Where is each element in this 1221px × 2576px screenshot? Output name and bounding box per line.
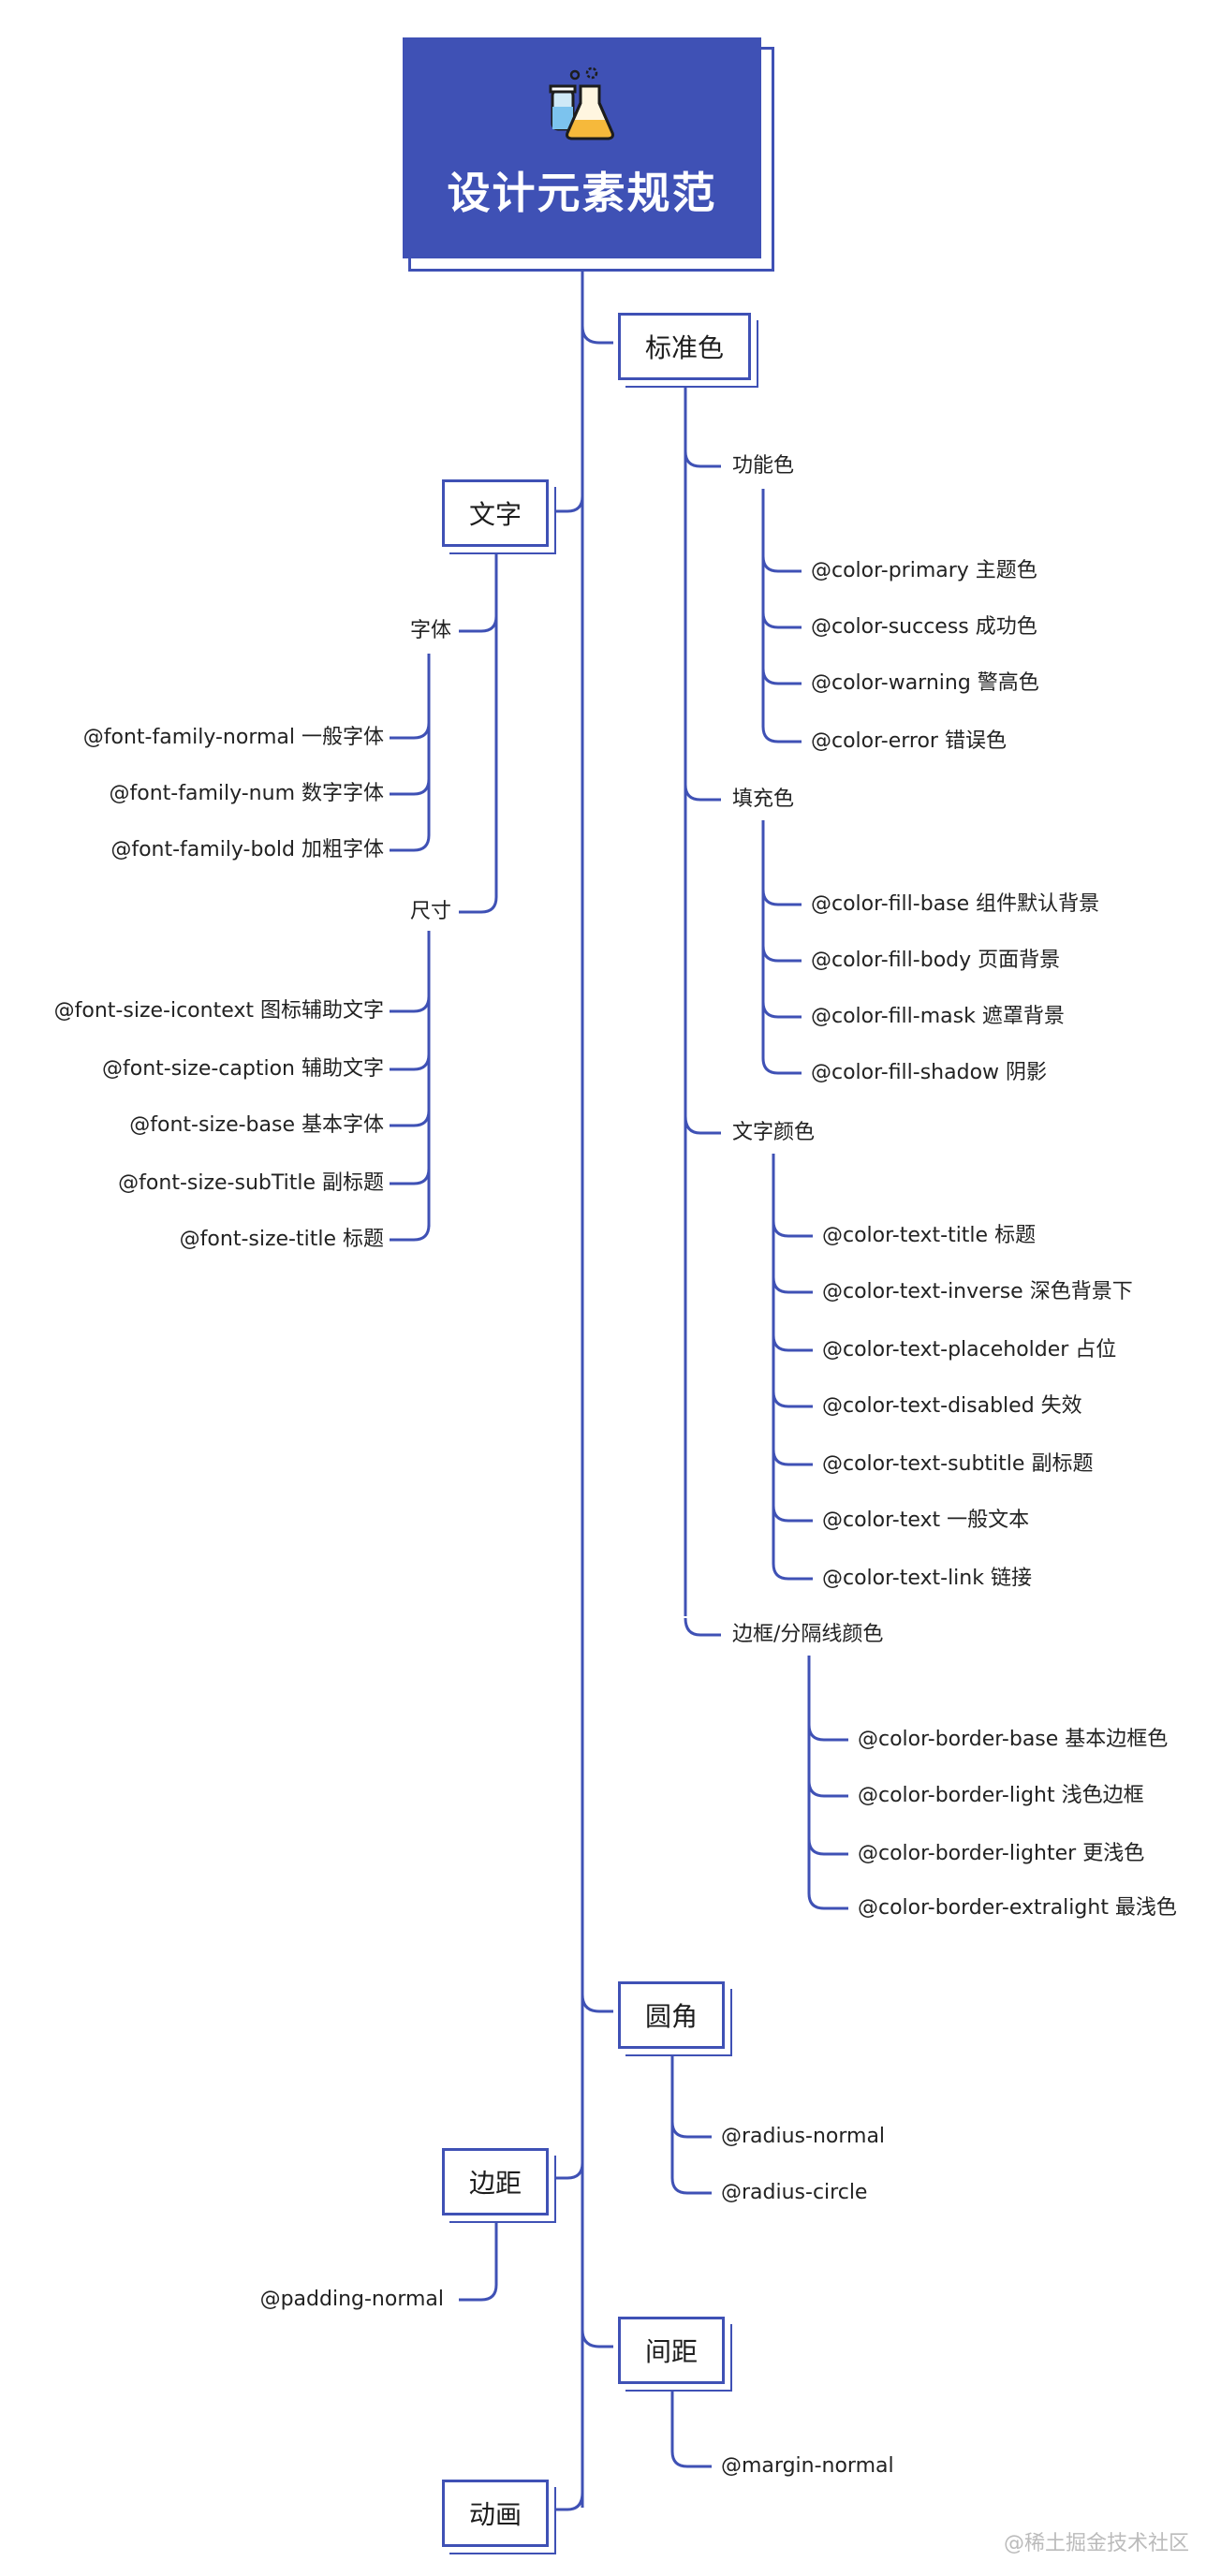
leaf-label: @font-family-bold 加粗字体 — [110, 838, 384, 861]
leaf-label: @radius-circle — [721, 2181, 868, 2204]
group-font-family: 字体 — [409, 619, 451, 642]
leaf-label: @color-border-light 浅色边框 — [858, 1784, 1144, 1807]
leaf-label: @margin-normal — [721, 2454, 894, 2478]
node-margin: 间距 — [618, 2317, 725, 2384]
node-padding: 边距 — [442, 2148, 549, 2215]
leaf-label: @color-text-placeholder 占位 — [822, 1338, 1117, 1362]
root-node: 设计元素规范 — [403, 37, 761, 258]
node-standard-color: 标准色 — [618, 313, 751, 380]
leaf-label: @color-fill-body 页面背景 — [811, 949, 1061, 972]
leaf-label: @color-text-title 标题 — [822, 1224, 1037, 1247]
leaf-label: @color-text-subtitle 副标题 — [822, 1452, 1094, 1476]
leaf-label: @color-border-lighter 更浅色 — [858, 1842, 1145, 1865]
leaf-label: @color-fill-base 组件默认背景 — [811, 892, 1100, 916]
leaf-label: @color-primary 主题色 — [811, 559, 1037, 582]
leaf-label: @color-border-extralight 最浅色 — [858, 1896, 1177, 1920]
leaf-label: @color-border-base 基本边框色 — [858, 1728, 1169, 1751]
group-border-color: 边框/分隔线颜色 — [732, 1623, 884, 1646]
leaf-label: @color-error 错误色 — [811, 729, 1007, 753]
root-title: 设计元素规范 — [447, 168, 717, 218]
leaf-label: @font-size-subTitle 副标题 — [118, 1171, 384, 1195]
leaf-label: @color-fill-shadow 阴影 — [811, 1061, 1048, 1084]
leaf-label: @color-text-disabled 失效 — [822, 1394, 1082, 1418]
leaf-label: @font-family-num 数字字体 — [109, 782, 384, 805]
leaf-label: @padding-normal — [259, 2288, 444, 2311]
node-animation: 动画 — [442, 2480, 549, 2547]
leaf-label: @color-success 成功色 — [811, 615, 1037, 639]
leaf-label: @color-text-inverse 深色背景下 — [822, 1280, 1133, 1303]
node-radius: 圆角 — [618, 1981, 725, 2049]
group-font-size: 尺寸 — [409, 900, 451, 923]
leaf-label: @color-warning 警高色 — [811, 671, 1039, 695]
leaf-label: @font-family-normal 一般字体 — [82, 726, 384, 749]
leaf-label: @font-size-base 基本字体 — [129, 1113, 384, 1137]
leaf-label: @color-text 一般文本 — [822, 1509, 1030, 1532]
leaf-label: @font-size-caption 辅助文字 — [102, 1057, 384, 1081]
flask-icon — [549, 66, 614, 140]
watermark: @稀土掘金技术社区 — [1003, 2532, 1189, 2555]
leaf-label: @color-text-link 链接 — [822, 1567, 1032, 1590]
group-fill-color: 填充色 — [732, 788, 795, 811]
leaf-label: @radius-normal — [721, 2125, 886, 2148]
node-text: 文字 — [442, 479, 549, 547]
leaf-label: @font-size-icontext 图标辅助文字 — [53, 999, 384, 1023]
leaf-label: @color-fill-mask 遮罩背景 — [811, 1005, 1065, 1028]
leaf-label: @font-size-title 标题 — [179, 1228, 384, 1251]
group-function-color: 功能色 — [732, 454, 795, 478]
group-text-color: 文字颜色 — [732, 1121, 816, 1144]
